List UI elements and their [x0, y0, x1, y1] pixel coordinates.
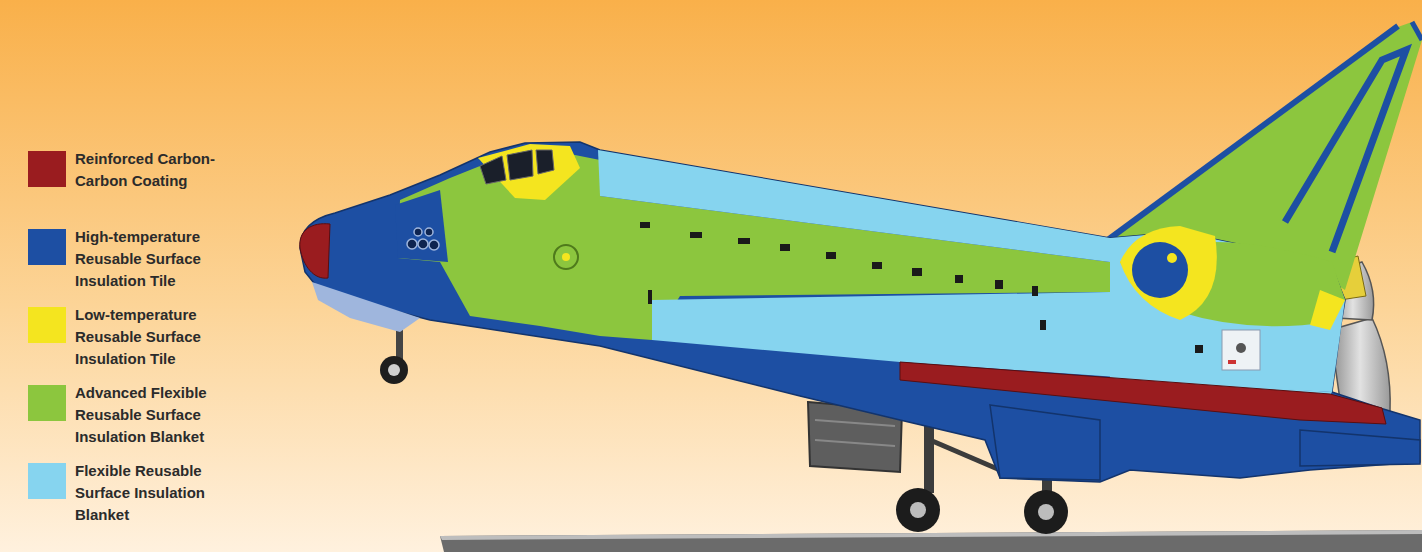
legend-item: Advanced Flexible Reusable Surface Insul… — [28, 382, 240, 448]
hinge-mark — [1040, 320, 1046, 330]
runway — [440, 530, 1422, 552]
legend-swatch — [28, 385, 66, 421]
hinge-mark — [826, 252, 836, 259]
wheel — [896, 488, 940, 532]
wing-leading-edge — [900, 362, 1386, 424]
frsi-region — [1110, 232, 1345, 392]
window — [507, 150, 533, 180]
aft-panel-port — [1236, 343, 1246, 353]
window — [480, 156, 506, 184]
hinge-marks — [640, 222, 1203, 353]
legend-text: Reinforced Carbon-Carbon Coating — [75, 148, 240, 192]
wheel — [1024, 490, 1068, 534]
legend-swatch — [28, 463, 66, 499]
main-gear-strut — [924, 425, 934, 493]
orbiter-body — [300, 142, 1420, 482]
aft-panel-mark — [1228, 360, 1236, 364]
frsi-region — [598, 150, 1110, 262]
hinge-mark — [640, 222, 650, 228]
legend-item: Flexible Reusable Surface Insulation Bla… — [28, 460, 240, 526]
aft-panel — [1222, 330, 1260, 370]
wheel-hub — [910, 502, 926, 518]
rcs-port — [407, 239, 417, 249]
hinge-mark — [648, 290, 652, 304]
oms-pod-port — [1167, 253, 1177, 263]
cockpit-lrsi — [478, 144, 580, 200]
oms-pod-cap — [1132, 242, 1188, 298]
hinge-mark — [955, 275, 963, 283]
legend-swatch — [28, 151, 66, 187]
hinge-mark — [872, 262, 882, 269]
rcs-port — [429, 240, 439, 250]
legend-text: Low-temperature Reusable Surface Insulat… — [75, 304, 240, 370]
legend-text: Flexible Reusable Surface Insulation Bla… — [75, 460, 240, 526]
legend-swatch — [28, 229, 66, 265]
hinge-mark — [738, 238, 750, 244]
hinge-mark — [1032, 286, 1038, 296]
legend-swatch — [28, 307, 66, 343]
legend-text: Advanced Flexible Reusable Surface Insul… — [75, 382, 240, 448]
legend: Reinforced Carbon-Carbon CoatingHigh-tem… — [0, 0, 260, 552]
wing-root — [990, 405, 1100, 480]
hinge-mark — [690, 232, 702, 238]
oms-pod-lrsi — [1120, 226, 1217, 320]
oms-pod-lrsi — [1310, 290, 1345, 330]
hinge-mark — [1195, 345, 1203, 353]
window — [536, 150, 554, 174]
nose-cap — [300, 224, 330, 278]
runway-edge — [440, 530, 1422, 540]
rcs-port — [418, 239, 428, 249]
hinge-mark — [995, 280, 1003, 289]
chin-panel — [312, 282, 420, 332]
legend-text: High-temperature Reusable Surface Insula… — [75, 226, 240, 292]
oms-pod-blanket — [1120, 242, 1345, 326]
legend-item: High-temperature Reusable Surface Insula… — [28, 226, 240, 292]
gear-door-rib — [815, 420, 895, 426]
gear-door-rib — [815, 440, 895, 446]
wheel-hub — [388, 364, 400, 376]
hinge-mark — [780, 244, 790, 251]
wheel-hub — [1038, 504, 1054, 520]
side-hatch-window — [562, 253, 570, 261]
oms-pod — [1120, 226, 1345, 330]
tail-leading-edge — [1105, 26, 1398, 242]
side-hatch — [554, 245, 578, 269]
rcs-ports — [407, 228, 439, 250]
rcs-port — [425, 228, 433, 236]
rcs-patch — [395, 190, 448, 262]
wheel — [380, 356, 408, 384]
cockpit — [478, 144, 580, 200]
body-flap — [1300, 430, 1420, 466]
legend-item: Low-temperature Reusable Surface Insulat… — [28, 304, 240, 370]
hinge-mark — [912, 268, 922, 276]
rcs-port — [414, 228, 422, 236]
legend-item: Reinforced Carbon-Carbon Coating — [28, 148, 240, 192]
tail-tip — [1412, 22, 1422, 40]
rudder-outline — [1285, 50, 1406, 252]
